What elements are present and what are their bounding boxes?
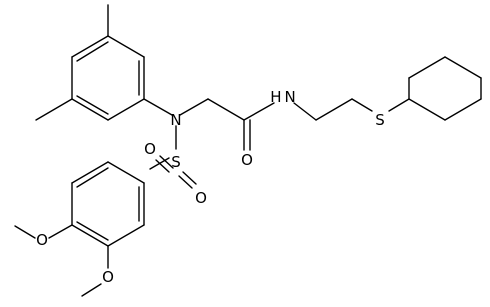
methoxy-top-oxygen-label: O (36, 231, 48, 249)
amine-nitrogen-label: N (170, 111, 181, 129)
methoxy-bottom-oxygen-label: O (102, 268, 114, 286)
amide-nitrogen-label: H N (270, 88, 296, 106)
sulfonyl-oxygen-left-label: O (144, 140, 156, 158)
dimethylphenyl-ring (35, 4, 145, 121)
dimethoxyphenyl-ring (14, 161, 145, 297)
thioether-sulfur-label: S (375, 111, 385, 129)
carbonyl-oxygen-label: O (241, 151, 253, 169)
cyclohexyl-ring (408, 56, 482, 121)
sulfonyl-group (149, 125, 197, 189)
acetamide-chain (143, 98, 410, 151)
atom-labels: N H N O S O O S O O (36, 88, 385, 286)
sulfonyl-oxygen-right-label: O (195, 189, 207, 207)
methoxy-bottom-methyl (81, 283, 102, 297)
methoxy-top-methyl (14, 225, 36, 239)
sulfonyl-sulfur-label: S (171, 153, 181, 171)
methyl-left (35, 98, 73, 121)
